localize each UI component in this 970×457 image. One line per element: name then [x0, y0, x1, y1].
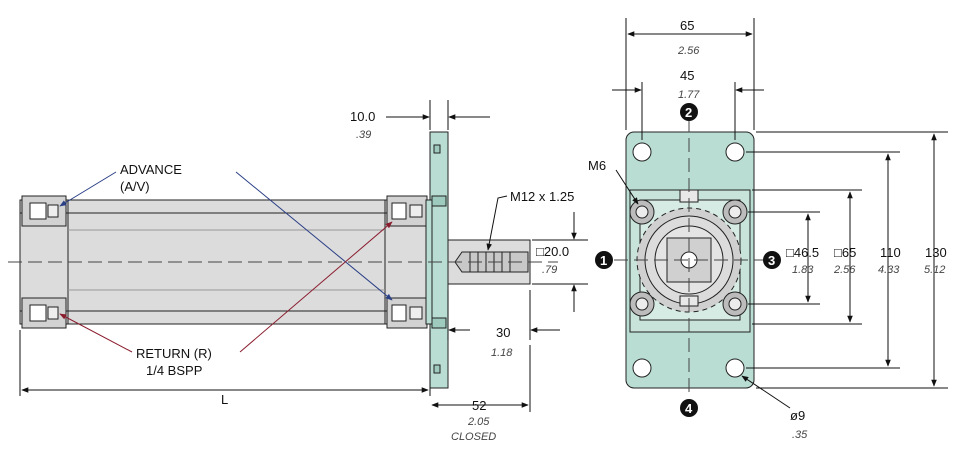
hole-pitch-mm: 110: [880, 245, 901, 260]
closed-length-in: 2.05: [467, 416, 490, 428]
port-bubble-4: 4: [680, 399, 698, 417]
flange-thickness-mm: 10.0: [350, 109, 375, 124]
return-sub: 1/4 BSPP: [146, 363, 202, 378]
advance-label: ADVANCE: [120, 162, 182, 177]
port-arrows: [59, 171, 393, 353]
bolt-square-in: 1.83: [792, 264, 814, 276]
rod-square-in: .79: [542, 264, 557, 276]
svg-text:2: 2: [685, 105, 692, 120]
length-label: L: [221, 392, 228, 407]
port-bubble-1: 1: [595, 251, 613, 269]
rod-extension-in: 1.18: [491, 347, 513, 359]
rod-extension-mm: 30: [496, 325, 510, 340]
thread-label: M12 x 1.25: [510, 189, 574, 204]
bolt-square-mm: □46.5: [786, 245, 819, 260]
hole-spacing-in: 1.77: [678, 89, 700, 101]
flange-thickness-in: .39: [356, 129, 371, 141]
mount-hole: [725, 358, 745, 378]
port-bubble-2: 2: [680, 103, 698, 121]
hole-diameter-mm: ø9: [790, 408, 805, 423]
body-square-in: 2.56: [833, 264, 856, 276]
front-view-dimensions: [612, 18, 948, 409]
front-width-in: 2.56: [677, 45, 700, 57]
mount-hole: [725, 142, 745, 162]
svg-text:1: 1: [600, 253, 607, 268]
side-view-dimensions: [19, 100, 588, 412]
front-width-mm: 65: [680, 18, 694, 33]
svg-text:3: 3: [768, 253, 775, 268]
closed-label: CLOSED: [451, 431, 496, 443]
body-square-mm: □65: [834, 245, 856, 260]
rod-square-mm: □20.0: [536, 244, 569, 259]
mount-hole: [632, 358, 652, 378]
closed-length-mm: 52: [472, 398, 486, 413]
height-mm: 130: [925, 245, 947, 260]
mounting-flange: [429, 131, 449, 389]
front-view: [614, 118, 770, 392]
height-in: 5.12: [924, 264, 945, 276]
hole-pitch-in: 4.33: [878, 264, 900, 276]
svg-text:4: 4: [685, 401, 693, 416]
hole-spacing-mm: 45: [680, 68, 694, 83]
port-bubble-3: 3: [763, 251, 781, 269]
hole-diameter-in: .35: [792, 429, 808, 441]
advance-sub: (A/V): [120, 179, 150, 194]
mount-hole: [632, 142, 652, 162]
side-view: [8, 131, 558, 389]
return-label: RETURN (R): [136, 346, 212, 361]
screw-label: M6: [588, 158, 606, 173]
